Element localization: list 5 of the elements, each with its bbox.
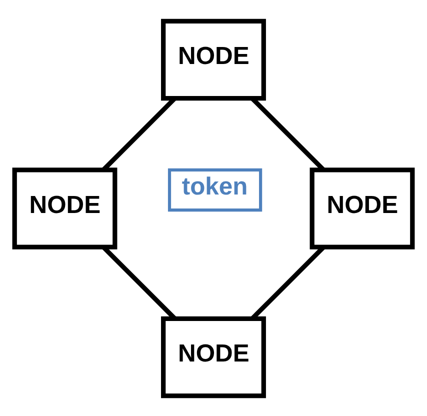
node-box: NODE (161, 316, 266, 398)
node-box: NODE (12, 167, 118, 249)
node-box: token (168, 168, 262, 212)
node-box: NODE (161, 18, 266, 100)
node-box: NODE (310, 167, 415, 249)
